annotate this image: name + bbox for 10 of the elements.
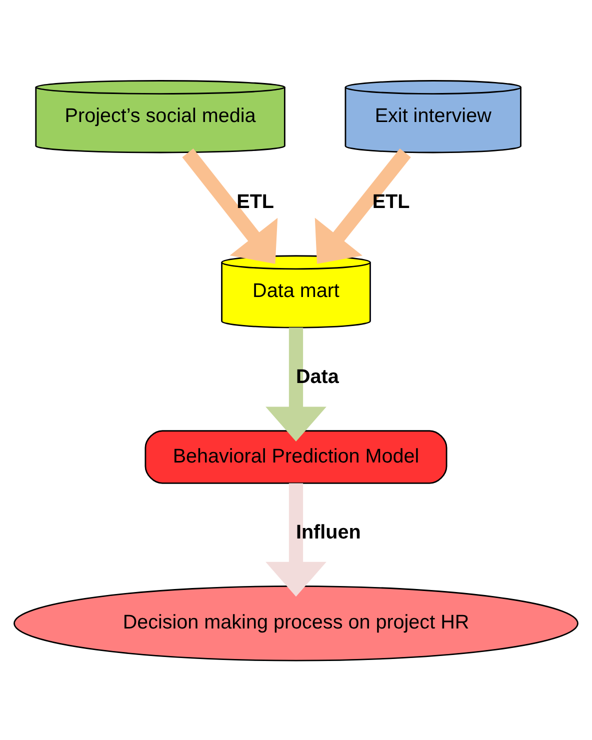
arrow <box>314 148 411 264</box>
arrow <box>182 148 278 264</box>
edge-label: ETL <box>236 190 274 212</box>
arrow <box>266 327 326 441</box>
arrow <box>266 482 326 596</box>
edge-label: Data <box>296 366 339 388</box>
node-ellipse: Decision making process on project HR <box>14 584 578 661</box>
edge-label: ETL <box>372 190 410 212</box>
edge-label: Influen <box>296 521 361 544</box>
node-box: Behavioral Prediction Model <box>144 430 448 484</box>
